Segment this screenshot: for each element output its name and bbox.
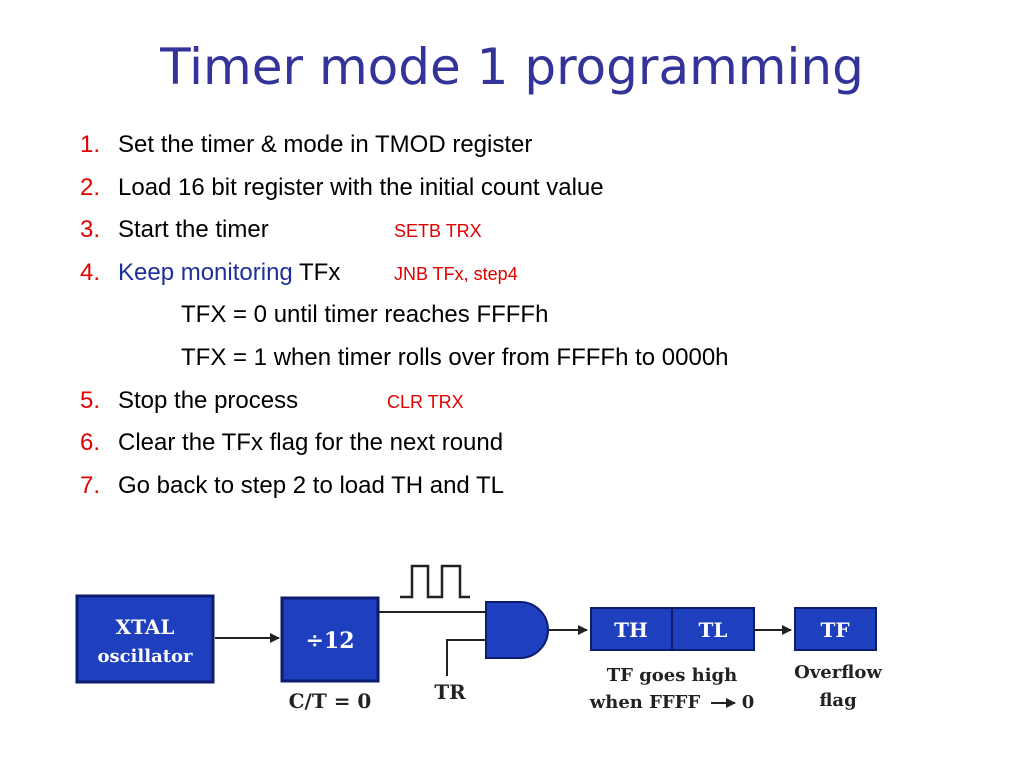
step-text: Set the timer & mode in TMOD register: [118, 131, 533, 158]
list-item: TFX = 0 until timer reaches FFFFh: [80, 295, 1000, 338]
step-number: 1.: [80, 131, 101, 158]
step-text: Go back to step 2 to load TH and TL: [118, 471, 505, 499]
step-code: SETB TRX: [394, 221, 482, 242]
step-text-highlight: Keep monitoring: [118, 258, 293, 286]
tr-label: TR: [434, 680, 466, 704]
step-text: Keep monitoring TFx: [118, 253, 340, 293]
ct-label: C/T = 0: [289, 689, 372, 713]
step-number: 5.: [80, 386, 101, 414]
step-text: Start the timer: [118, 216, 269, 244]
steps-list: 1. Set the timer & mode in TMOD register…: [80, 125, 1000, 508]
step-number: 6.: [80, 429, 101, 457]
list-item: 5. Stop the process CLR TRX: [80, 381, 1000, 424]
and-gate: [485, 601, 549, 659]
divider-label: ÷12: [305, 628, 354, 654]
th-box: [590, 607, 673, 651]
step-number: 4.: [80, 258, 101, 286]
oscillator-label: oscillator: [97, 646, 193, 667]
list-item: 6. Clear the TFx flag for the next round: [80, 423, 1000, 466]
tf-label: TF: [820, 618, 849, 642]
sub-step-text: TFX = 1 when timer rolls over from FFFFh…: [181, 343, 729, 371]
tf-note-zero: 0: [742, 692, 755, 713]
step-text: Stop the process: [118, 386, 299, 414]
wire-tr-to-gate: [446, 639, 492, 676]
xtal-label: XTAL: [116, 615, 175, 639]
list-item: 1. Set the timer & mode in TMOD register: [80, 125, 1000, 168]
timer-register-block: TH TL: [590, 607, 755, 651]
list-item: 2. Load 16 bit register with the initial…: [80, 168, 1000, 211]
step-number: 3.: [80, 216, 101, 244]
tf-flag-block: TF: [794, 607, 877, 651]
tl-label: TL: [699, 618, 728, 642]
list-item: 4. Keep monitoring TFx JNB TFx, step4: [80, 253, 1000, 296]
step-number: 2.: [80, 173, 101, 201]
xtal-oscillator-block: XTAL oscillator: [75, 594, 215, 684]
tl-box: [671, 607, 755, 651]
step-text-rest: TFx: [299, 258, 341, 286]
step-code: JNB TFx, step4: [394, 263, 518, 284]
th-label: TH: [614, 618, 648, 642]
list-item: TFX = 1 when timer rolls over from FFFFh…: [80, 338, 1000, 381]
overflow-label: Overflow: [794, 662, 882, 683]
tf-note-line2: when FFFF: [589, 692, 701, 713]
step-text: Clear the TFx flag for the next round: [118, 429, 504, 457]
step-text: Load 16 bit register with the initial co…: [118, 173, 604, 201]
tf-box: [794, 607, 877, 651]
step-code: CLR TRX: [387, 391, 464, 412]
xtal-box: [75, 594, 215, 684]
page-title: Timer mode 1 programming: [160, 38, 864, 96]
divider-box: [280, 596, 380, 683]
flag-label: flag: [819, 690, 857, 711]
list-item: 7. Go back to step 2 to load TH and TL: [80, 466, 1000, 509]
clock-waveform: [400, 564, 470, 599]
divider-block: ÷12: [280, 596, 380, 683]
tf-note-line1: TF goes high: [607, 665, 737, 686]
list-item: 3. Start the timer SETB TRX: [80, 210, 1000, 253]
step-number: 7.: [80, 471, 101, 499]
sub-step-text: TFX = 0 until timer reaches FFFFh: [181, 301, 549, 329]
